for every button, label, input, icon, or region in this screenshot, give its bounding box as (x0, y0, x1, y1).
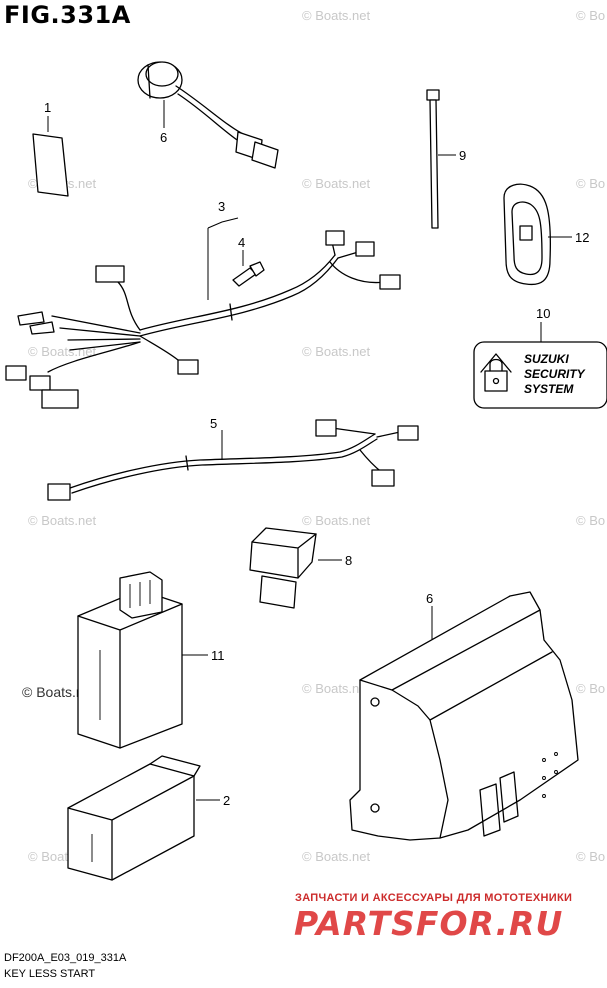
callout-1: 1 (44, 100, 51, 115)
part-2-case[interactable]: 2 (67, 755, 230, 881)
callout-10: 10 (536, 306, 550, 321)
watermark: © Boats.net (302, 681, 371, 696)
part-7-switch[interactable]: 6 (137, 61, 279, 169)
part-5-extension-harness[interactable]: 5 (47, 416, 419, 501)
part-10-security-sticker[interactable]: SUZUKI SECURITY SYSTEM 10 (473, 306, 607, 409)
watermark-strong: © Boats.net (22, 684, 95, 700)
security-label-line2: SECURITY (524, 367, 586, 381)
figure-name: KEY LESS START (4, 968, 96, 980)
watermark: © Boats.net (28, 513, 97, 528)
callout-4: 4 (238, 235, 245, 250)
watermark: © Bo (576, 176, 605, 191)
watermark: © Boats.net (302, 849, 371, 864)
callout-12: 12 (575, 230, 589, 245)
part-6-bracket[interactable]: 6 (349, 591, 579, 841)
callout-9: 9 (459, 148, 466, 163)
watermark: © Boats.net (302, 513, 371, 528)
part-4-bolt[interactable]: 4 (232, 235, 265, 287)
callout-11: 11 (211, 648, 225, 663)
callout-3: 3 (218, 199, 225, 214)
figure-title: FIG.331A (4, 1, 131, 29)
part-11-control-module[interactable]: 11 (77, 571, 225, 749)
callout-8: 8 (345, 553, 352, 568)
watermark: © Boats.net (28, 344, 97, 359)
security-label-line3: SYSTEM (524, 382, 574, 396)
part-8-relay[interactable]: 8 (249, 527, 352, 609)
callout-2: 2 (223, 793, 230, 808)
watermark: © Boats.net (302, 176, 371, 191)
part-1-label[interactable]: 1 (32, 100, 69, 197)
shop-logo[interactable]: PARTSFOR.RU (294, 904, 564, 943)
security-label-line1: SUZUKI (524, 352, 569, 366)
watermark: © Boats.net (302, 344, 371, 359)
shop-tagline: ЗАПЧАСТИ И АКСЕССУАРЫ ДЛЯ МОТОТЕХНИКИ (295, 892, 573, 904)
callout-5: 5 (210, 416, 217, 431)
callout-7: 6 (160, 130, 167, 145)
watermark: © Bo (576, 8, 605, 23)
watermark: © Bo (576, 681, 605, 696)
callout-6: 6 (426, 591, 433, 606)
watermark: © Boats.net (302, 8, 371, 23)
part-3-wiring-harness[interactable]: 3 (5, 199, 401, 409)
part-9-cable-tie[interactable]: 9 (426, 89, 466, 229)
watermark: © Bo (576, 513, 605, 528)
part-12-key-fob[interactable]: 12 (503, 183, 589, 286)
figure-reference: DF200A_E03_019_331A (4, 952, 127, 964)
watermark: © Bo (576, 849, 605, 864)
